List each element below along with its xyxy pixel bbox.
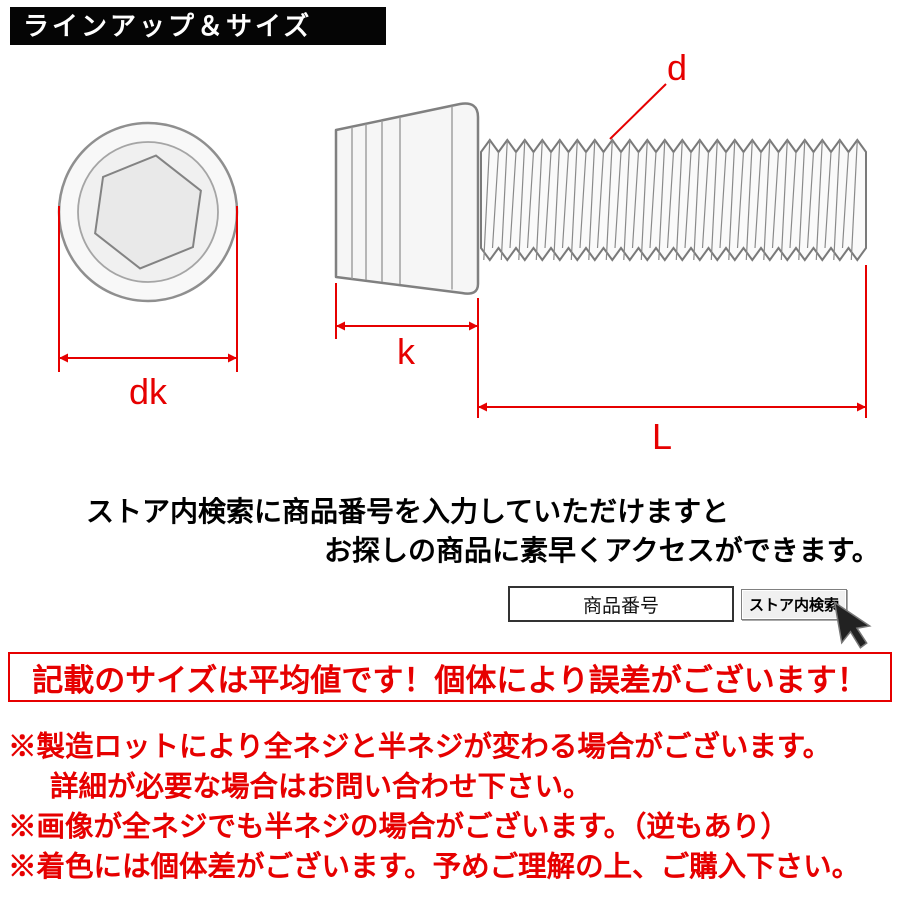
product-number-input[interactable]: 商品番号 xyxy=(508,586,734,622)
label-L: L xyxy=(652,416,672,457)
search-hint-line2: お探しの商品に素早くアクセスができます。 xyxy=(324,535,880,566)
label-d: d xyxy=(667,47,687,88)
cursor-arrow-icon xyxy=(833,600,872,649)
dimension-lines xyxy=(58,83,867,418)
note-line-3: ※画像が全ネジでも半ネジの場合がございます。（逆もあり） xyxy=(8,811,789,843)
size-disclaimer-text: 記載のサイズは平均値です！個体により誤差がございます！ xyxy=(32,662,868,698)
note-line-1: ※製造ロットにより全ネジと半ネジが変わる場合がございます。 xyxy=(8,731,832,763)
store-search-button[interactable]: ストア内検索 xyxy=(741,589,847,620)
product-number-input-text: 商品番号 xyxy=(582,595,659,617)
note-line-4: ※着色には個体差がございます。予めご理解の上、ご購入下さい。 xyxy=(8,851,861,883)
store-search-button-label: ストア内検索 xyxy=(748,597,839,614)
search-hint-line1: ストア内検索に商品番号を入力していただけますと xyxy=(86,496,730,527)
size-disclaimer-box: 記載のサイズは平均値です！個体により誤差がございます！ xyxy=(8,652,892,702)
notes-list: ※製造ロットにより全ネジと半ネジが変わる場合がございます。 詳細が必要な場合はお… xyxy=(8,727,860,887)
screw-dimension-diagram: d dk k L xyxy=(57,47,867,457)
tapered-head-outline xyxy=(334,102,480,295)
note-line-2: 詳細が必要な場合はお問い合わせ下さい。 xyxy=(50,771,592,803)
section-title: ラインアップ＆サイズ xyxy=(23,11,313,41)
label-dk: dk xyxy=(129,371,168,412)
thread-flank-lines xyxy=(483,139,858,261)
hex-socket xyxy=(94,154,202,270)
head-contour-lines xyxy=(351,106,453,290)
screw-side-view xyxy=(334,102,867,295)
label-k: k xyxy=(397,331,416,372)
dimension-labels: d dk k L xyxy=(129,47,687,457)
screw-head-front-view xyxy=(57,121,239,303)
section-header: ラインアップ＆サイズ xyxy=(10,7,386,45)
